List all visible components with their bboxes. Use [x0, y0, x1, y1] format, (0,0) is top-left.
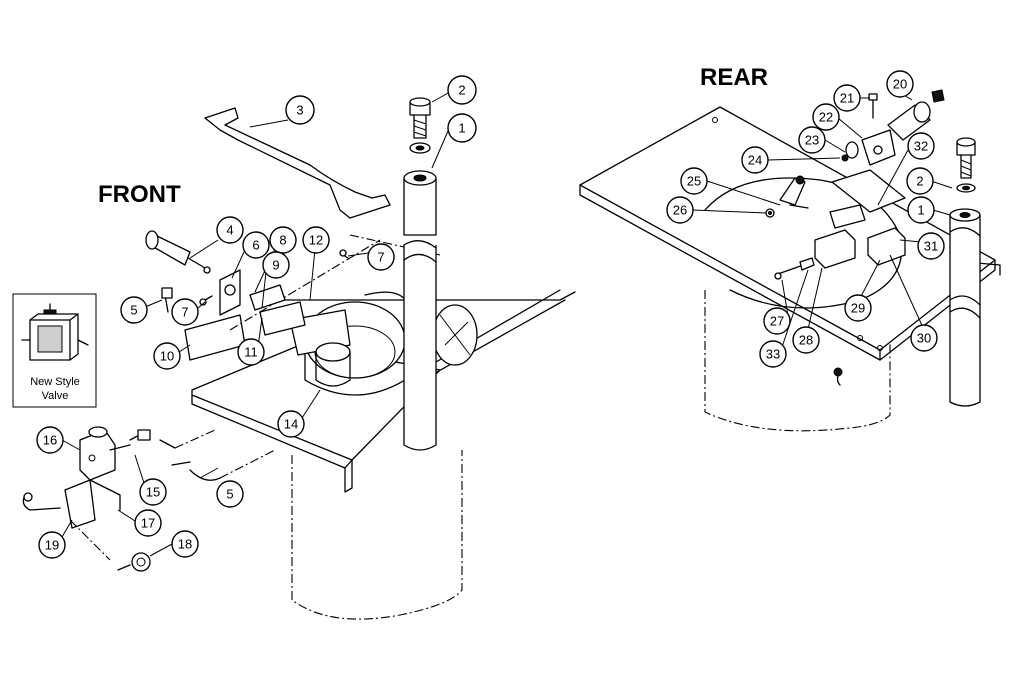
- callout-16: 16: [36, 426, 64, 454]
- callout-15: 15: [139, 478, 167, 506]
- callout-23: 23: [798, 126, 826, 154]
- svg-text:17: 17: [141, 516, 155, 531]
- svg-text:32: 32: [914, 139, 928, 154]
- svg-text:22: 22: [819, 110, 833, 125]
- front-view-label: FRONT: [98, 181, 181, 208]
- callout-14: 14: [277, 410, 305, 438]
- svg-text:30: 30: [917, 331, 931, 346]
- callout-33: 33: [759, 340, 787, 368]
- svg-text:26: 26: [673, 203, 687, 218]
- callout-29: 29: [844, 294, 872, 322]
- svg-text:8: 8: [279, 233, 286, 248]
- svg-text:2: 2: [916, 174, 923, 189]
- front-assembly: [145, 97, 576, 620]
- svg-text:31: 31: [924, 239, 938, 254]
- callout-9: 9: [262, 251, 290, 279]
- callout-21: 21: [833, 84, 861, 112]
- callout-27: 27: [763, 307, 791, 335]
- svg-text:4: 4: [226, 223, 233, 238]
- svg-text:25: 25: [687, 174, 701, 189]
- svg-text:23: 23: [805, 133, 819, 148]
- svg-text:19: 19: [45, 538, 59, 553]
- svg-text:33: 33: [766, 347, 780, 362]
- svg-text:5: 5: [130, 303, 137, 318]
- svg-text:21: 21: [840, 91, 854, 106]
- callout-7-right: 7: [367, 243, 395, 271]
- callout-28: 28: [792, 326, 820, 354]
- callout-22: 22: [812, 103, 840, 131]
- svg-text:12: 12: [309, 233, 323, 248]
- svg-text:11: 11: [244, 345, 258, 360]
- callout-rear-2: 2: [906, 167, 934, 195]
- callout-10: 10: [153, 342, 181, 370]
- svg-text:1: 1: [917, 203, 924, 218]
- callout-30: 30: [910, 324, 938, 352]
- svg-text:16: 16: [43, 433, 57, 448]
- svg-text:7: 7: [377, 250, 384, 265]
- callout-rear-1: 1: [907, 196, 935, 224]
- svg-text:28: 28: [799, 333, 813, 348]
- inset-label-line2: Valve: [42, 390, 69, 402]
- svg-text:20: 20: [893, 77, 907, 92]
- callout-26: 26: [666, 196, 694, 224]
- svg-text:24: 24: [748, 153, 762, 168]
- svg-text:18: 18: [178, 537, 192, 552]
- callout-19: 19: [38, 531, 66, 559]
- svg-text:6: 6: [252, 238, 259, 253]
- svg-text:7: 7: [181, 305, 188, 320]
- svg-text:27: 27: [770, 314, 784, 329]
- svg-text:5: 5: [226, 487, 233, 502]
- callout-3: 3: [285, 95, 315, 125]
- callout-20: 20: [886, 70, 914, 98]
- svg-text:29: 29: [851, 301, 865, 316]
- callout-6: 6: [242, 231, 270, 259]
- callout-4: 4: [216, 216, 244, 244]
- svg-text:9: 9: [272, 258, 279, 273]
- callout-18: 18: [171, 530, 199, 558]
- svg-text:14: 14: [284, 417, 298, 432]
- callout-31: 31: [917, 232, 945, 260]
- callout-front-1: 1: [447, 113, 477, 143]
- callout-17: 17: [134, 509, 162, 537]
- svg-text:10: 10: [160, 349, 174, 364]
- callout-front-5: 5: [120, 296, 148, 324]
- svg-text:15: 15: [146, 485, 160, 500]
- rear-assembly: [579, 89, 1001, 432]
- callout-11: 11: [237, 338, 265, 366]
- callout-24: 24: [741, 146, 769, 174]
- svg-text:1: 1: [458, 121, 465, 136]
- rear-view-label: REAR: [700, 64, 768, 91]
- callout-25: 25: [680, 167, 708, 195]
- callout-8: 8: [269, 226, 297, 254]
- callout-7-left: 7: [171, 298, 199, 326]
- svg-text:2: 2: [458, 83, 465, 98]
- valve-assembly: [22, 426, 276, 572]
- callout-front-2: 2: [447, 75, 477, 105]
- svg-text:3: 3: [296, 103, 303, 118]
- callout-12: 12: [302, 226, 330, 254]
- callout-32: 32: [907, 132, 935, 160]
- callout-lower-5: 5: [216, 480, 244, 508]
- new-style-valve-inset: New Style Valve: [12, 293, 97, 408]
- inset-label-line1: New Style: [30, 376, 80, 388]
